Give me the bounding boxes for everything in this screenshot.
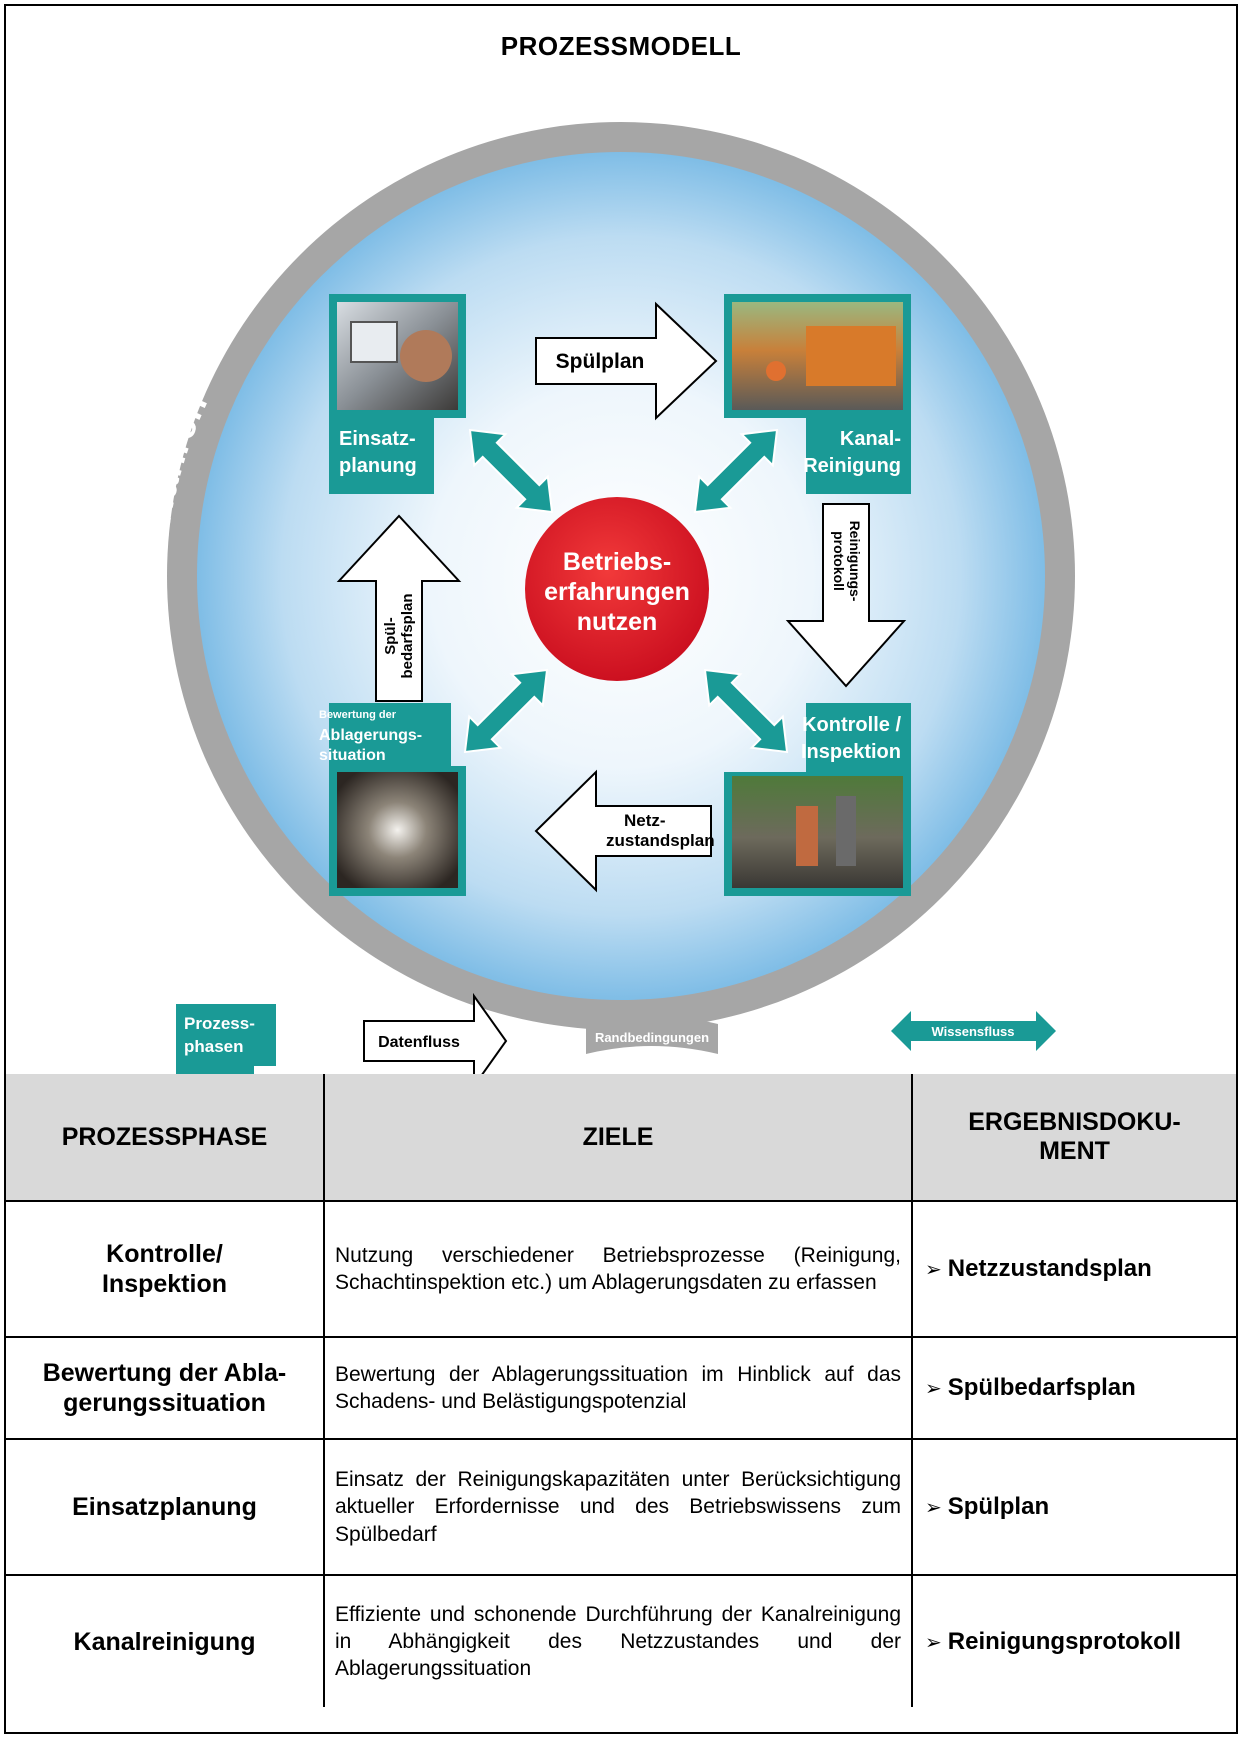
knowledge-arrow-top-left bbox=[468, 428, 554, 514]
row-phase-line1: Einsatzplanung bbox=[72, 1493, 257, 1521]
table-row: Kanalreinigung Effiziente und schonende … bbox=[6, 1574, 1236, 1707]
phase-label-kontrolle-2: Inspektion bbox=[801, 741, 901, 763]
table-row: Einsatzplanung Einsatz der Reinigungskap… bbox=[6, 1438, 1236, 1576]
row-result-text: Reinigungsprotokoll bbox=[947, 1627, 1182, 1655]
arrow-reinigungsprotokoll: Reinigungs- protokoll bbox=[785, 503, 907, 688]
row-phase-line1: Kontrolle/ bbox=[106, 1240, 223, 1268]
ring-label-top: §§ / Normen bbox=[503, 6, 739, 37]
table-header-result-1: ERGEBNISDOKU- bbox=[968, 1108, 1181, 1137]
arrow-label-spuelplan: Spülplan bbox=[556, 350, 645, 373]
phase-bewertung: Bewertung der Ablagerungs- situation bbox=[319, 703, 466, 896]
process-diagram: §§ / Normen Budget / Personal Technik / … bbox=[132, 6, 1115, 1074]
table-header-result: ERGEBNISDOKU- MENT bbox=[911, 1074, 1236, 1202]
center-label-3: nutzen bbox=[577, 608, 658, 636]
row-result-text: Netzzustandsplan bbox=[947, 1255, 1152, 1282]
row-phase-line2: Inspektion bbox=[101, 1270, 227, 1298]
process-model-section: PROZESSMODELL bbox=[6, 6, 1236, 1076]
table-header-row: PROZESSPHASE ZIELE ERGEBNISDOKU- MENT bbox=[6, 1074, 1236, 1202]
table-header-phase: PROZESSPHASE bbox=[6, 1074, 325, 1202]
legend-constraints-label: Randbedingungen bbox=[595, 1030, 709, 1045]
phase-einsatzplanung: Einsatz- planung bbox=[329, 294, 466, 494]
center-circle: Betriebs- erfahrungen nutzen bbox=[525, 497, 709, 681]
center-label-2: erfahrungen bbox=[544, 578, 690, 606]
row-result: ➢Reinigungsprotokoll bbox=[911, 1574, 1236, 1707]
legend-data-label: Datenfluss bbox=[378, 1034, 460, 1051]
row-goal: Einsatz der Reinigungskapazitäten unter … bbox=[323, 1438, 913, 1576]
arrow-spuelplan: Spülplan bbox=[535, 301, 718, 421]
arrow-spuelbedarfsplan: Spül- bedarfsplan bbox=[336, 514, 462, 702]
arrow-netzzustandsplan: Netz- zustandsplan bbox=[534, 769, 715, 893]
phase-kanal-reinigung: Kanal- Reinigung bbox=[724, 294, 911, 494]
legend-constraints: Randbedingungen bbox=[586, 1016, 718, 1054]
phase-kontrolle-inspektion: Kontrolle / Inspektion bbox=[724, 703, 911, 896]
arrow-label-netzzustandsplan-1: Netz- bbox=[624, 811, 666, 830]
table-row: Kontrolle/ Inspektion Nutzung verschiede… bbox=[6, 1200, 1236, 1338]
legend-knowledge-flow: Wissensfluss bbox=[891, 1011, 1056, 1051]
knowledge-arrow-bottom-right bbox=[703, 668, 789, 754]
row-result-text: Spülbedarfsplan bbox=[947, 1374, 1136, 1401]
row-goal: Effiziente und schonende Durchführung de… bbox=[323, 1574, 913, 1707]
row-phase-line1: Kanalreinigung bbox=[73, 1627, 256, 1656]
phase-label-kanal-2: Reinigung bbox=[803, 455, 901, 477]
knowledge-arrow-top-right bbox=[693, 428, 779, 514]
page-title: PROZESSMODELL bbox=[500, 31, 742, 61]
table-header-goals: ZIELE bbox=[323, 1074, 913, 1202]
arrow-label-reinigungsprotokoll-2: protokoll bbox=[831, 531, 847, 591]
row-result: ➢Netzzustandsplan bbox=[911, 1200, 1236, 1338]
legend-phases-label-1: Prozess- bbox=[184, 1014, 255, 1033]
row-phase: Einsatzplanung bbox=[6, 1438, 325, 1576]
knowledge-arrow-bottom-left bbox=[463, 668, 549, 754]
phase-label-einsatz-1: Einsatz- bbox=[339, 428, 416, 450]
legend-phases: Prozess- phasen bbox=[176, 1004, 276, 1074]
legend: Prozess- phasen Datenfluss Randbedingung… bbox=[176, 992, 1056, 1074]
phase-label-kontrolle-1: Kontrolle / bbox=[802, 714, 901, 736]
phase-label-einsatz-2: planung bbox=[339, 455, 417, 477]
row-phase: Kontrolle/ Inspektion bbox=[6, 1200, 325, 1338]
table-header-result-2: MENT bbox=[1039, 1137, 1110, 1165]
row-result: ➢Spülbedarfsplan bbox=[911, 1336, 1236, 1440]
row-phase-line2: gerungssituation bbox=[63, 1389, 266, 1417]
row-phase-line1: Bewertung der Abla- bbox=[42, 1359, 287, 1387]
legend-data-flow: Datenfluss bbox=[363, 992, 508, 1074]
phase-label-kanal-1: Kanal- bbox=[840, 428, 901, 450]
legend-phases-label-2: phasen bbox=[184, 1037, 244, 1056]
row-phase: Bewertung der Abla- gerungssituation bbox=[6, 1336, 325, 1440]
row-goal: Nutzung verschiedener Betriebsprozesse (… bbox=[323, 1200, 913, 1338]
arrow-label-netzzustandsplan-2: zustandsplan bbox=[606, 831, 715, 850]
row-result-text: Spülplan bbox=[947, 1493, 1050, 1520]
legend-knowledge-label: Wissensfluss bbox=[932, 1024, 1015, 1039]
page-frame: PROZESSMODELL bbox=[4, 4, 1238, 1734]
photo-bewertung bbox=[337, 772, 458, 888]
row-phase: Kanalreinigung bbox=[6, 1574, 325, 1707]
row-result: ➢Spülplan bbox=[911, 1438, 1236, 1576]
table-row: Bewertung der Abla- gerungssituation Bew… bbox=[6, 1336, 1236, 1440]
arrow-label-spuelbedarfsplan-1: Spül- bbox=[382, 617, 399, 655]
process-phase-table: PROZESSPHASE ZIELE ERGEBNISDOKU- MENT Ko… bbox=[6, 1074, 1236, 1707]
phase-label-bewertung-3: situation bbox=[319, 747, 386, 764]
phase-label-bewertung-1: Bewertung der bbox=[319, 709, 397, 721]
arrow-label-reinigungsprotokoll-1: Reinigungs- bbox=[847, 521, 863, 602]
center-label-1: Betriebs- bbox=[563, 548, 671, 576]
row-goal: Bewertung der Ablagerungssituation im Hi… bbox=[323, 1336, 913, 1440]
phase-label-bewertung-2: Ablagerungs- bbox=[319, 727, 422, 744]
arrow-label-spuelbedarfsplan-2: bedarfsplan bbox=[399, 593, 416, 678]
